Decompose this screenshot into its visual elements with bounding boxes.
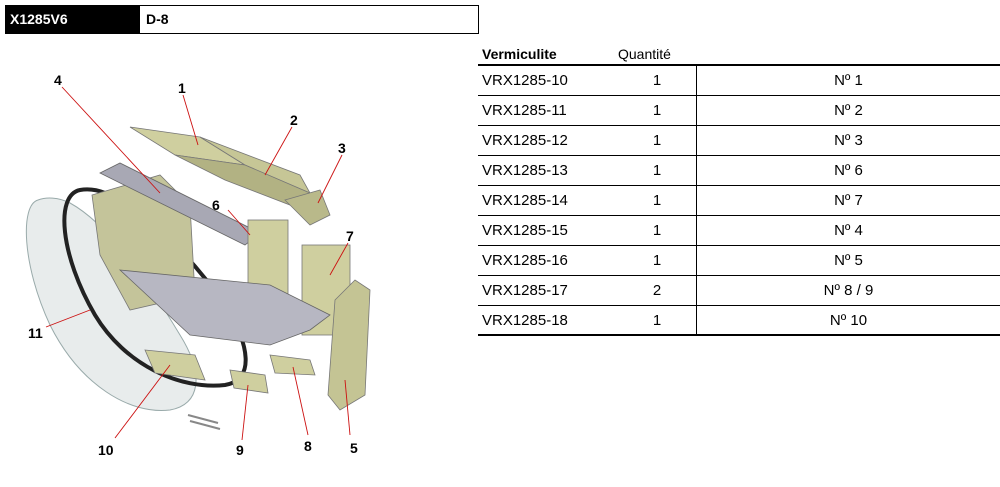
label-6: 6: [212, 197, 220, 213]
diagram-reference: D-8: [146, 11, 169, 27]
label-8: 8: [304, 438, 312, 454]
leader-lines: [45, 86, 351, 441]
exploded-parts-diagram: 1 2 3 4 5 6 7 8 9 10 11: [25, 72, 371, 458]
part-number: VRX1285-16: [482, 252, 568, 269]
quantity: 1: [652, 252, 662, 269]
table-row: VRX1285-10 1 Nº 1: [478, 66, 1000, 96]
label-9: 9: [236, 442, 244, 458]
part-reference: Nº 7: [696, 186, 1000, 215]
part-reference: Nº 3: [696, 126, 1000, 155]
part-number: VRX1285-17: [482, 282, 568, 299]
table-row: VRX1285-15 1 Nº 4: [478, 216, 1000, 246]
label-5: 5: [350, 440, 358, 456]
header-quantite: Quantité: [618, 46, 671, 62]
part-reference: Nº 2: [696, 96, 1000, 125]
quantity: 1: [652, 102, 662, 119]
label-4: 4: [54, 72, 62, 88]
label-1: 1: [178, 80, 186, 96]
quantity: 1: [652, 192, 662, 209]
table-header: Vermiculite Quantité: [478, 38, 1000, 64]
part-reference: Nº 6: [696, 156, 1000, 185]
base-brick-10: [144, 349, 206, 381]
part-reference: Nº 1: [696, 66, 1000, 95]
part-number: VRX1285-10: [482, 72, 568, 89]
right-panel-5: [327, 279, 371, 411]
part-number: VRX1285-11: [482, 102, 567, 119]
label-7: 7: [346, 228, 354, 244]
header-vermiculite: Vermiculite: [482, 46, 557, 62]
table-row: VRX1285-11 1 Nº 2: [478, 96, 1000, 126]
panel-3: [284, 189, 331, 226]
quantity: 1: [652, 311, 662, 329]
quantity: 1: [652, 132, 662, 149]
document-header: X1285V6 D-8: [5, 5, 479, 34]
base-brick-8: [269, 354, 316, 376]
quantity: 2: [652, 282, 662, 299]
table-row: VRX1285-13 1 Nº 6: [478, 156, 1000, 186]
table-row: VRX1285-12 1 Nº 3: [478, 126, 1000, 156]
part-reference: Nº 10: [696, 306, 1000, 334]
base-brick-9: [229, 369, 269, 394]
table-row: VRX1285-18 1 Nº 10: [478, 306, 1000, 336]
base-tray: [118, 269, 331, 346]
part-number: VRX1285-12: [482, 132, 568, 149]
table-row: VRX1285-14 1 Nº 7: [478, 186, 1000, 216]
label-11: 11: [28, 325, 43, 341]
spring-parts: [187, 414, 221, 430]
label-10: 10: [98, 442, 114, 458]
part-number: VRX1285-15: [482, 222, 568, 239]
quantity: 1: [652, 162, 662, 179]
part-number: VRX1285-18: [482, 311, 568, 329]
product-code: X1285V6: [6, 6, 140, 33]
part-number: VRX1285-14: [482, 192, 568, 209]
part-reference: Nº 5: [696, 246, 1000, 275]
table-row: VRX1285-17 2 Nº 8 / 9: [478, 276, 1000, 306]
quantity: 1: [652, 222, 662, 239]
part-reference: Nº 4: [696, 216, 1000, 245]
table-row: VRX1285-16 1 Nº 5: [478, 246, 1000, 276]
label-2: 2: [290, 112, 298, 128]
part-reference: Nº 8 / 9: [696, 276, 1000, 305]
quantity: 1: [652, 72, 662, 89]
label-3: 3: [338, 140, 346, 156]
part-number: VRX1285-13: [482, 162, 568, 179]
